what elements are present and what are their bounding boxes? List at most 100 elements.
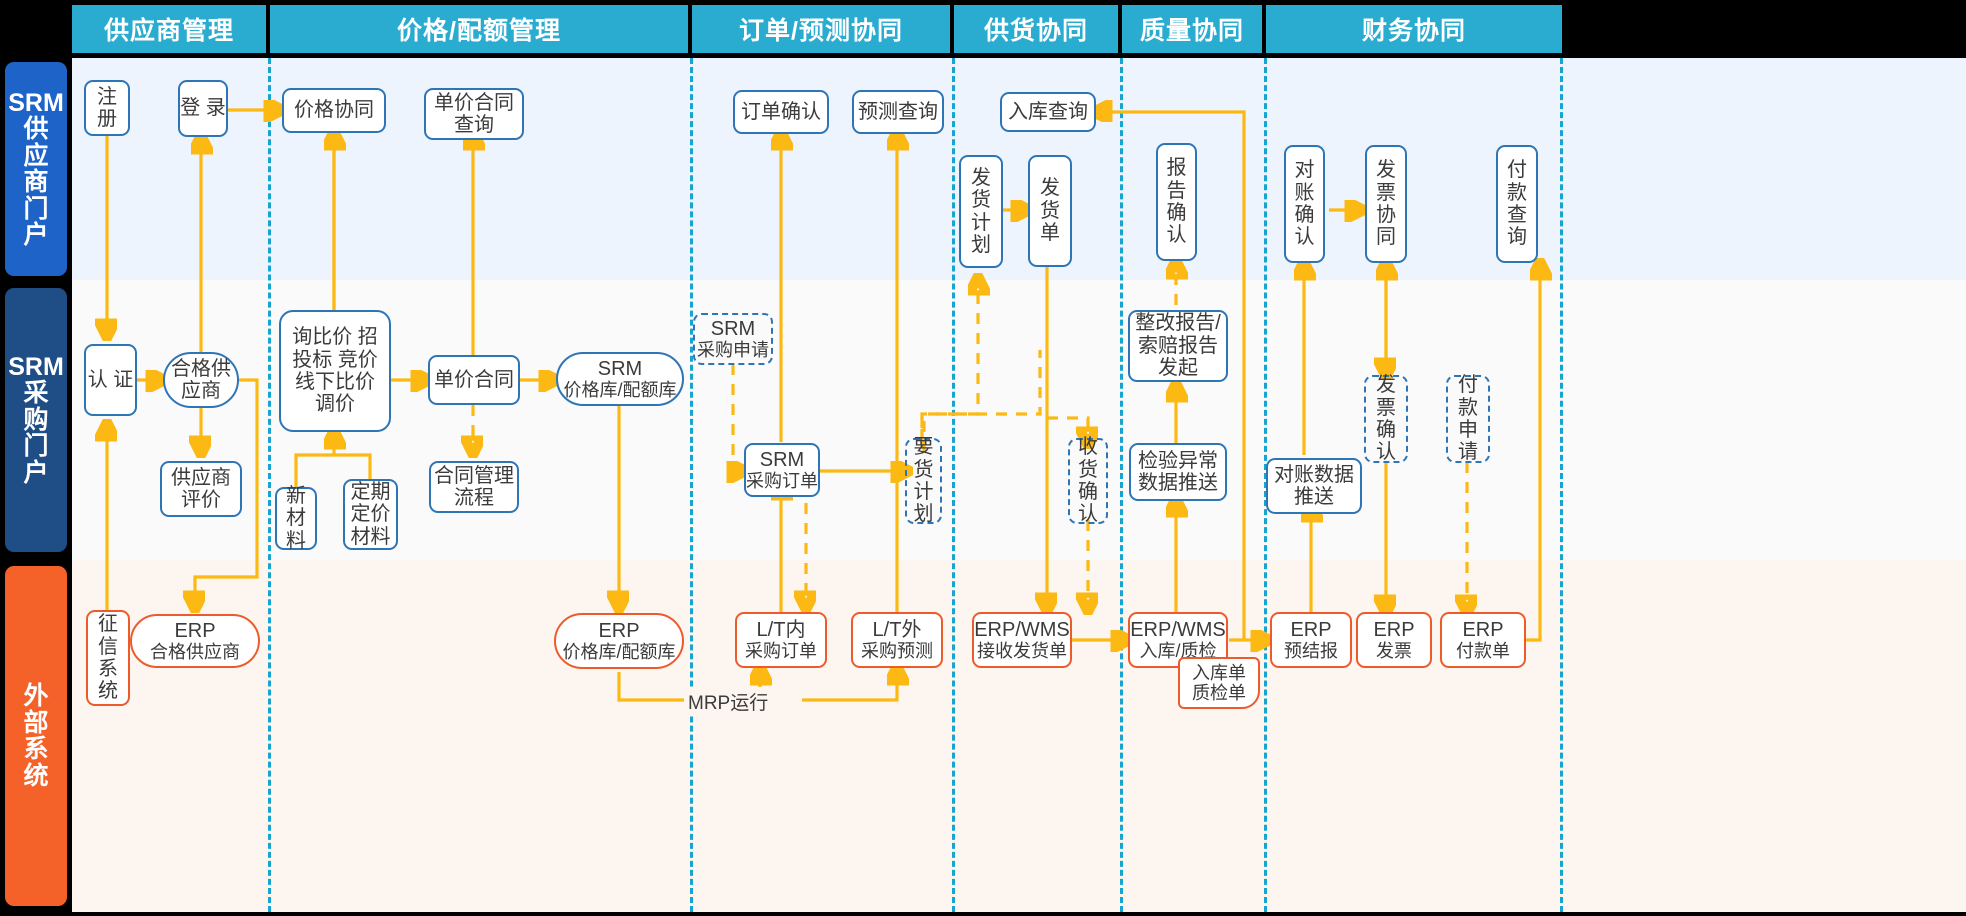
node-inbound-inspection-doc[interactable]: 入库单 质检单 — [1178, 657, 1260, 709]
node-label: 发 货 计 划 — [971, 166, 991, 256]
node-certification[interactable]: 认 证 — [84, 344, 137, 416]
column-header-order-forecast-collaboration: 订单/预测协同 — [692, 5, 950, 53]
node-label-line1: ERP — [174, 619, 216, 642]
node-rectification-claim-report[interactable]: 整改报告/索赔报告发起 — [1128, 310, 1228, 382]
column-header-label: 财务协同 — [1361, 17, 1466, 45]
node-label: 入库查询 — [1008, 100, 1088, 123]
column-header-finance-collaboration: 财务协同 — [1266, 5, 1562, 53]
node-label-line2: 质检单 — [1192, 683, 1246, 703]
node-invoice-collaboration[interactable]: 发 票 协 同 — [1365, 145, 1407, 263]
node-label-line2: 采购订单 — [745, 641, 817, 662]
node-label: 付 款 申 请 — [1458, 374, 1478, 464]
node-label-line1: SRM — [710, 317, 756, 340]
node-label: 付 款 查 询 — [1507, 159, 1527, 249]
node-label-line2: 采购申请 — [697, 340, 769, 361]
node-label: 收 货 确 认 — [1078, 436, 1098, 526]
lane-label-external-system: 外 部 系 统 — [5, 566, 67, 906]
lane-label-char: SRM — [8, 88, 64, 117]
node-erp-pre-settlement[interactable]: ERP 预结报 — [1270, 612, 1352, 668]
node-login[interactable]: 登 录 — [178, 80, 228, 137]
node-inbound-query[interactable]: 入库查询 — [1000, 92, 1096, 132]
lane-label-char: 门 — [23, 194, 49, 223]
column-header-label: 供应商管理 — [103, 17, 234, 45]
node-erp-wms-receive-delivery-note[interactable]: ERP/WMS 接收发货单 — [972, 612, 1072, 668]
node-label: 对 账 确 认 — [1294, 159, 1315, 249]
node-inspection-exception-data-push[interactable]: 检验异常数据推送 — [1129, 443, 1227, 501]
node-delivery-plan[interactable]: 发 货 计 划 — [959, 155, 1003, 268]
node-regular-priced-material[interactable]: 定期定价材料 — [343, 479, 398, 550]
node-srm-purchase-order[interactable]: SRM 采购订单 — [744, 443, 820, 497]
node-label-line1: ERP — [1462, 618, 1504, 641]
node-label-line1: L/T内 — [756, 618, 806, 641]
node-label: 合格供应商 — [171, 357, 231, 402]
node-delivery-note[interactable]: 发 货 单 — [1028, 155, 1072, 267]
column-separator — [1120, 58, 1123, 912]
lane-label-char: 部 — [23, 708, 49, 737]
node-payment-query[interactable]: 付 款 查 询 — [1496, 145, 1538, 263]
node-label-line2: 采购预测 — [861, 641, 933, 662]
node-erp-price-quota-library[interactable]: ERP 价格库/配额库 — [554, 613, 684, 669]
column-separator — [1264, 58, 1267, 912]
node-label: 对账数据推送 — [1274, 463, 1354, 508]
node-payment-application[interactable]: 付 款 申 请 — [1446, 374, 1490, 464]
lane-label-srm-purchasing-portal: SRM 采 购 门 户 — [5, 288, 67, 552]
node-lt-outside-purchase-forecast[interactable]: L/T外 采购预测 — [851, 612, 943, 668]
node-reconciliation-confirmation[interactable]: 对 账 确 认 — [1284, 145, 1325, 263]
node-label: 订单确认 — [741, 100, 821, 123]
node-label-line1: SRM — [597, 357, 643, 380]
lane-label-char: 商 — [23, 168, 49, 196]
node-label: 新 材 料 — [286, 484, 306, 552]
node-label: 整改报告/索赔报告发起 — [1135, 312, 1221, 380]
node-erp-invoice[interactable]: ERP 发票 — [1356, 612, 1432, 668]
node-srm-price-quota-library[interactable]: SRM 价格库/配额库 — [556, 352, 684, 406]
column-header-quality-collaboration: 质量协同 — [1122, 5, 1262, 53]
node-qualified-supplier[interactable]: 合格供应商 — [163, 352, 239, 408]
node-inquiry-bidding[interactable]: 询比价 招投标 竞价 线下比价 调价 — [279, 310, 391, 432]
node-order-confirmation[interactable]: 订单确认 — [733, 90, 829, 134]
node-label-line1: 入库单 — [1192, 662, 1246, 683]
node-label: 检验异常数据推送 — [1138, 449, 1218, 494]
node-supplier-evaluation[interactable]: 供应商评价 — [160, 461, 242, 517]
node-contract-management-process[interactable]: 合同管理流程 — [429, 461, 519, 513]
node-label: 报 告 确 认 — [1166, 157, 1187, 247]
node-reconciliation-data-push[interactable]: 对账数据推送 — [1266, 458, 1362, 514]
node-label-line2: 价格库/配额库 — [563, 380, 677, 401]
node-label: 单价合同 — [434, 368, 514, 391]
column-header-label: 供货协同 — [983, 17, 1088, 45]
lane-label-char: 系 — [23, 735, 49, 763]
node-invoice-confirmation[interactable]: 发 票 确 认 — [1364, 374, 1408, 463]
column-header-label: 价格/配额管理 — [397, 17, 561, 45]
node-label: 预测查询 — [858, 100, 938, 123]
node-erp-qualified-supplier[interactable]: ERP 合格供应商 — [130, 614, 260, 668]
column-header-supply-collaboration: 供货协同 — [954, 5, 1118, 53]
lane-label-char: 户 — [23, 458, 49, 487]
node-label-line1: ERP — [1290, 618, 1332, 641]
node-label-line1: ERP/WMS — [1130, 618, 1226, 641]
node-label-line1: L/T外 — [872, 618, 922, 641]
node-srm-purchase-requisition[interactable]: SRM 采购申请 — [693, 313, 773, 365]
node-label: 征 信 系 统 — [98, 613, 118, 703]
column-separator — [1560, 58, 1563, 912]
node-label: 发 票 协 同 — [1376, 159, 1396, 249]
node-label-line2: 入库/质检 — [1139, 641, 1217, 662]
column-separator — [952, 58, 955, 912]
node-lt-inside-purchase-order[interactable]: L/T内 采购订单 — [735, 612, 827, 668]
node-unit-price-contract-query[interactable]: 单价合同查询 — [424, 88, 524, 140]
column-header-label: 订单/预测协同 — [739, 17, 903, 45]
node-credit-system[interactable]: 征 信 系 统 — [86, 610, 130, 706]
node-label-line1: ERP — [598, 619, 640, 642]
column-header-label: 质量协同 — [1139, 17, 1244, 45]
node-receipt-confirmation[interactable]: 收 货 确 认 — [1068, 436, 1108, 526]
lane-label-char: SRM — [8, 352, 64, 381]
node-erp-payment-note[interactable]: ERP 付款单 — [1440, 612, 1526, 668]
node-label-line1: SRM — [759, 448, 805, 471]
node-report-confirmation[interactable]: 报 告 确 认 — [1156, 143, 1197, 261]
node-unit-price-contract[interactable]: 单价合同 — [428, 355, 520, 405]
label-mrp-run: MRP运行 — [684, 687, 773, 716]
node-new-material[interactable]: 新 材 料 — [275, 484, 317, 552]
node-register[interactable]: 注 册 — [84, 80, 130, 136]
node-price-collaboration[interactable]: 价格协同 — [282, 88, 386, 133]
node-delivery-request-plan[interactable]: 要 货 计 划 — [905, 436, 942, 525]
node-forecast-query[interactable]: 预测查询 — [852, 90, 944, 134]
node-label: 供应商评价 — [171, 466, 231, 511]
